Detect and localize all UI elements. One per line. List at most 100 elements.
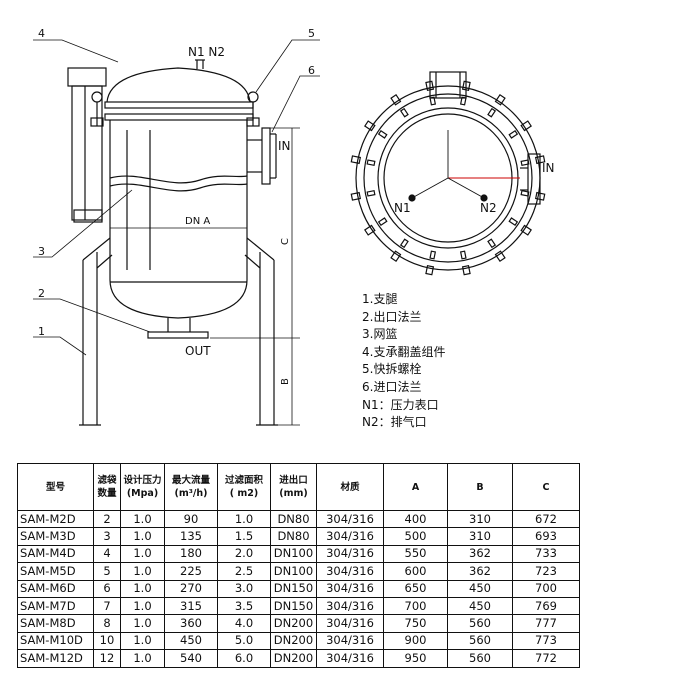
- clamp-lug: [494, 94, 506, 106]
- clamp-lug: [494, 250, 506, 262]
- table-cell: DN80: [270, 509, 317, 529]
- clamp-slot: [366, 159, 376, 167]
- clamp-lug: [390, 94, 402, 106]
- clamp-slot: [508, 217, 519, 227]
- plan-inlet-label: IN: [542, 161, 555, 175]
- table-cell: 362: [447, 562, 513, 581]
- table-cell: DN200: [270, 649, 317, 668]
- callout-6: 6: [308, 64, 315, 77]
- column-header: 进出口 (mm): [270, 463, 317, 511]
- table-cell: 900: [383, 631, 448, 651]
- table-cell: DN150: [270, 596, 317, 616]
- table-cell: 700: [512, 579, 580, 598]
- table-cell: 270: [164, 579, 218, 598]
- dimension-c-label: C: [280, 238, 291, 245]
- table-cell: 304/316: [316, 527, 384, 546]
- column-header: 最大流量 (m³/h): [164, 463, 218, 511]
- table-cell: 1.0: [217, 509, 271, 529]
- support-legs: [79, 237, 278, 426]
- clamp-slot: [366, 189, 376, 197]
- clamp-slot: [399, 238, 409, 249]
- legend-item: 6.进口法兰: [362, 379, 422, 394]
- clamp-lug: [425, 264, 435, 276]
- column-header: 材质: [316, 463, 384, 511]
- clamp-lug: [364, 120, 376, 132]
- table-cell: 550: [383, 544, 448, 564]
- quick-release-bolt-left: [90, 91, 104, 127]
- dimension-a-label: DN A: [185, 216, 210, 227]
- clamp-lug: [520, 224, 532, 236]
- table-cell: 12: [93, 649, 121, 668]
- table-cell: 950: [383, 649, 448, 668]
- legend-item: 1.支腿: [362, 292, 398, 306]
- table-cell: 400: [383, 509, 448, 529]
- table-cell: 450: [447, 579, 513, 598]
- table-cell: 8: [93, 614, 121, 633]
- table-cell: 1.0: [120, 631, 165, 651]
- column-header: 滤袋 数量: [93, 463, 121, 511]
- table-cell: 560: [447, 631, 513, 651]
- table-cell: 540: [164, 649, 218, 668]
- table-cell: 2.0: [217, 544, 271, 564]
- table-cell: DN80: [270, 527, 317, 546]
- table-cell: SAM-M10D: [17, 631, 94, 651]
- inlet-label: IN: [278, 139, 291, 153]
- table-cell: DN200: [270, 614, 317, 633]
- top-ports-label: N1 N2: [188, 45, 225, 59]
- table-cell: 600: [383, 562, 448, 581]
- table-cell: 723: [512, 562, 580, 581]
- column-header: A: [383, 463, 448, 511]
- table-cell: 362: [447, 544, 513, 564]
- legend-item: 3.网篮: [362, 327, 398, 342]
- table-cell: 304/316: [316, 544, 384, 564]
- dimension-b-label: B: [280, 378, 291, 385]
- table-cell: 693: [512, 527, 580, 546]
- callout-4: 4: [38, 27, 45, 40]
- clamp-lug: [350, 155, 362, 165]
- table-cell: 700: [383, 596, 448, 616]
- clamp-lug: [461, 264, 471, 276]
- table-cell: 90: [164, 509, 218, 529]
- table-cell: 135: [164, 527, 218, 546]
- table-cell: 360: [164, 614, 218, 633]
- table-cell: 304/316: [316, 562, 384, 581]
- plan-view: [350, 71, 546, 276]
- callout-1: 1: [38, 325, 45, 338]
- table-cell: 1.5: [217, 527, 271, 546]
- column-header: B: [447, 463, 513, 511]
- table-cell: 1.0: [120, 527, 165, 546]
- spec-table: 型号滤袋 数量设计压力 (Mpa)最大流量 (m³/h)过滤面积 ( m2)进出…: [17, 463, 580, 668]
- table-cell: 304/316: [316, 631, 384, 651]
- clamp-lug: [390, 250, 402, 262]
- legend-item: N2：排气口: [362, 415, 427, 430]
- clamp-slot: [459, 250, 467, 260]
- callout-5: 5: [308, 27, 315, 40]
- table-cell: 672: [512, 509, 580, 529]
- table-cell: 2: [93, 509, 121, 529]
- plan-labels: N1 N2 IN: [394, 161, 555, 215]
- clamp-slot: [377, 217, 388, 227]
- table-cell: 6: [93, 579, 121, 598]
- table-cell: SAM-M5D: [17, 562, 94, 581]
- table-cell: SAM-M12D: [17, 649, 94, 668]
- column-header: 设计压力 (Mpa): [120, 463, 165, 511]
- table-cell: DN100: [270, 562, 317, 581]
- clamp-slot: [399, 107, 409, 118]
- legend-item: 5.快拆螺栓: [362, 362, 422, 377]
- table-cell: 772: [512, 649, 580, 668]
- elevation-labels: 4 5 6 3 2 1 N1 N2 IN OUT DN A B C: [38, 27, 315, 385]
- table-cell: DN150: [270, 579, 317, 598]
- table-cell: 180: [164, 544, 218, 564]
- table-cell: 2.5: [217, 562, 271, 581]
- table-cell: DN100: [270, 544, 317, 564]
- inlet-flange: [247, 127, 277, 185]
- column-header: 过滤面积 ( m2): [217, 463, 271, 511]
- clamp-lugs: [350, 80, 546, 276]
- clamp-lug: [350, 191, 362, 201]
- table-cell: DN200: [270, 631, 317, 651]
